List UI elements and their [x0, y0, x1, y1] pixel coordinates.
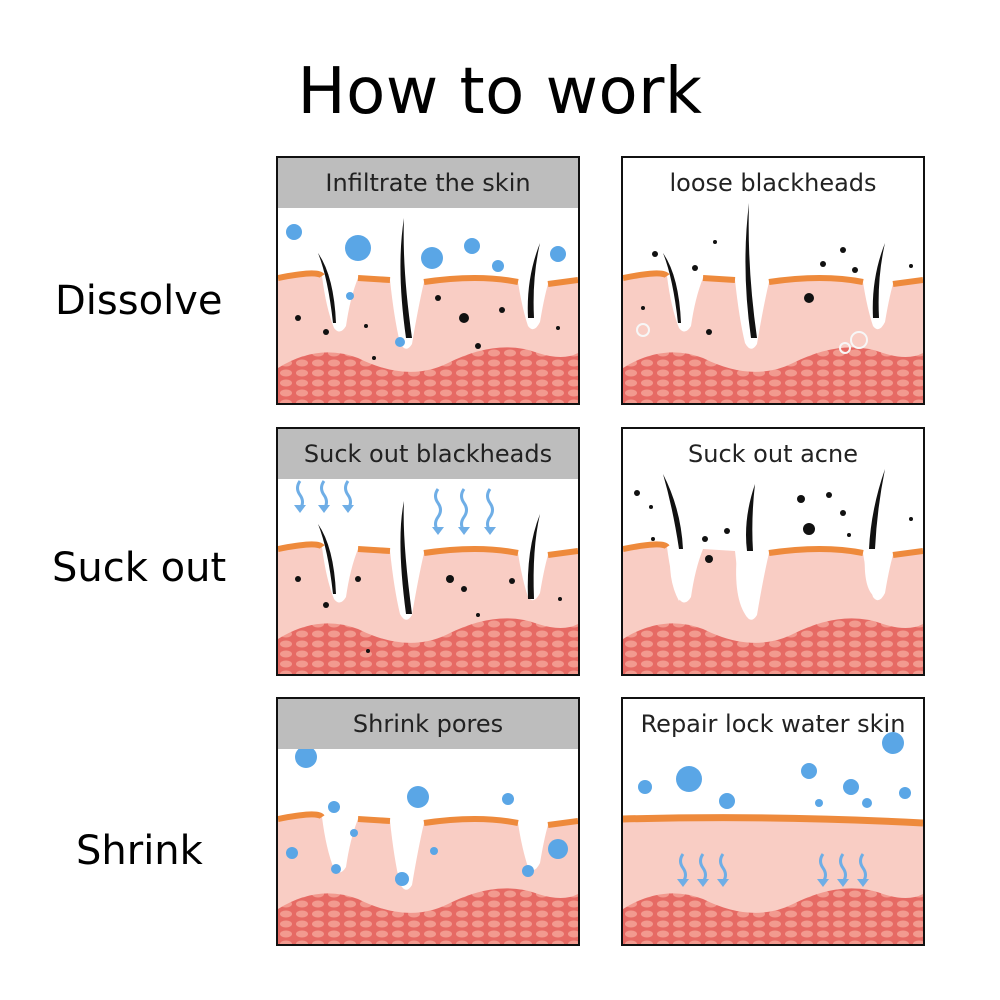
illustration-loose-blackheads: [623, 203, 923, 403]
row-label-shrink: Shrink: [76, 828, 203, 874]
page-title: How to work: [297, 55, 703, 129]
panel-suck-out-blackheads: Suck out blackheads: [276, 427, 580, 676]
caption-suck-out-acne: Suck out acne: [688, 440, 858, 468]
row-label-suck-out: Suck out: [52, 545, 227, 591]
panel-shrink-pores: Shrink pores: [276, 697, 580, 946]
caption-infiltrate-skin: Infiltrate the skin: [278, 158, 578, 208]
row-label-dissolve: Dissolve: [55, 278, 223, 324]
panel-infiltrate-skin: Infiltrate the skin: [276, 156, 580, 405]
illustration-suck-out-acne: [623, 469, 923, 674]
panel-loose-blackheads: loose blackheads: [621, 156, 925, 405]
illustration-shrink-pores: [278, 746, 578, 944]
caption-shrink-pores: Shrink pores: [278, 699, 578, 749]
caption-suck-out-blackheads: Suck out blackheads: [278, 429, 578, 479]
caption-repair-lock-water: Repair lock water skin: [640, 710, 906, 738]
caption-loose-blackheads: loose blackheads: [669, 169, 877, 197]
illustration-repair-lock-water: [623, 732, 923, 944]
panel-repair-lock-water: Repair lock water skin: [621, 697, 925, 946]
illustration-infiltrate: [278, 218, 578, 403]
illustration-suck-out-blackheads: [278, 480, 578, 674]
panel-suck-out-acne: Suck out acne: [621, 427, 925, 676]
